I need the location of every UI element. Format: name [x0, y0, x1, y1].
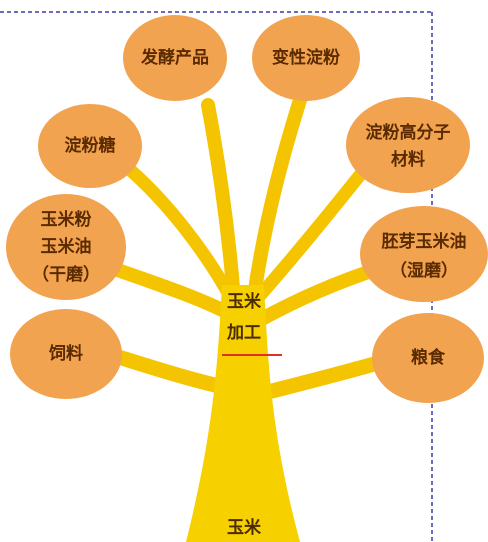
node-label: 变性淀粉 — [272, 47, 340, 68]
node-modified-starch: 变性淀粉 — [252, 15, 360, 101]
node-bubble — [346, 97, 470, 193]
trunk — [186, 285, 300, 542]
node-label: 发酵产品 — [140, 47, 209, 68]
trunk-top-label-line2: 加工 — [226, 323, 261, 343]
node-label: 饲料 — [48, 343, 83, 364]
node-starch-sugar: 淀粉糖 — [38, 104, 142, 188]
node-label-line1: 淀粉高分子 — [366, 122, 451, 143]
node-bubble — [10, 309, 122, 399]
node-label-line2: （湿磨） — [390, 260, 458, 281]
node-label-line2: 材料 — [391, 149, 425, 170]
node-bubble — [360, 206, 488, 302]
node-label: 淀粉糖 — [65, 135, 116, 156]
node-label: 粮食 — [411, 347, 446, 368]
node-flour-oil-dry: 玉米粉 玉米油 （干磨） — [6, 194, 126, 300]
node-bubble — [38, 104, 142, 188]
node-label-line1: 玉米粉 — [41, 209, 92, 230]
node-label-line3: （干磨） — [32, 264, 100, 285]
trunk-bottom-label: 玉米 — [227, 517, 262, 538]
node-starch-polymer: 淀粉高分子 材料 — [346, 97, 470, 193]
node-bubble — [372, 313, 484, 403]
node-bubble — [6, 194, 126, 300]
node-fermentation: 发酵产品 — [123, 15, 227, 101]
branch-starch-sugar — [121, 161, 239, 307]
branch-feed — [104, 347, 236, 396]
node-germ-oil-wet: 胚芽玉米油 （湿磨） — [360, 206, 488, 302]
node-feed: 饲料 — [10, 309, 122, 399]
node-label-line2: 玉米油 — [41, 236, 92, 257]
node-label-line1: 胚芽玉米油 — [382, 231, 467, 252]
node-bubble — [252, 15, 360, 101]
trunk-top-label-line1: 玉米 — [227, 291, 262, 312]
node-food: 粮食 — [372, 313, 484, 403]
node-bubble — [123, 15, 227, 101]
